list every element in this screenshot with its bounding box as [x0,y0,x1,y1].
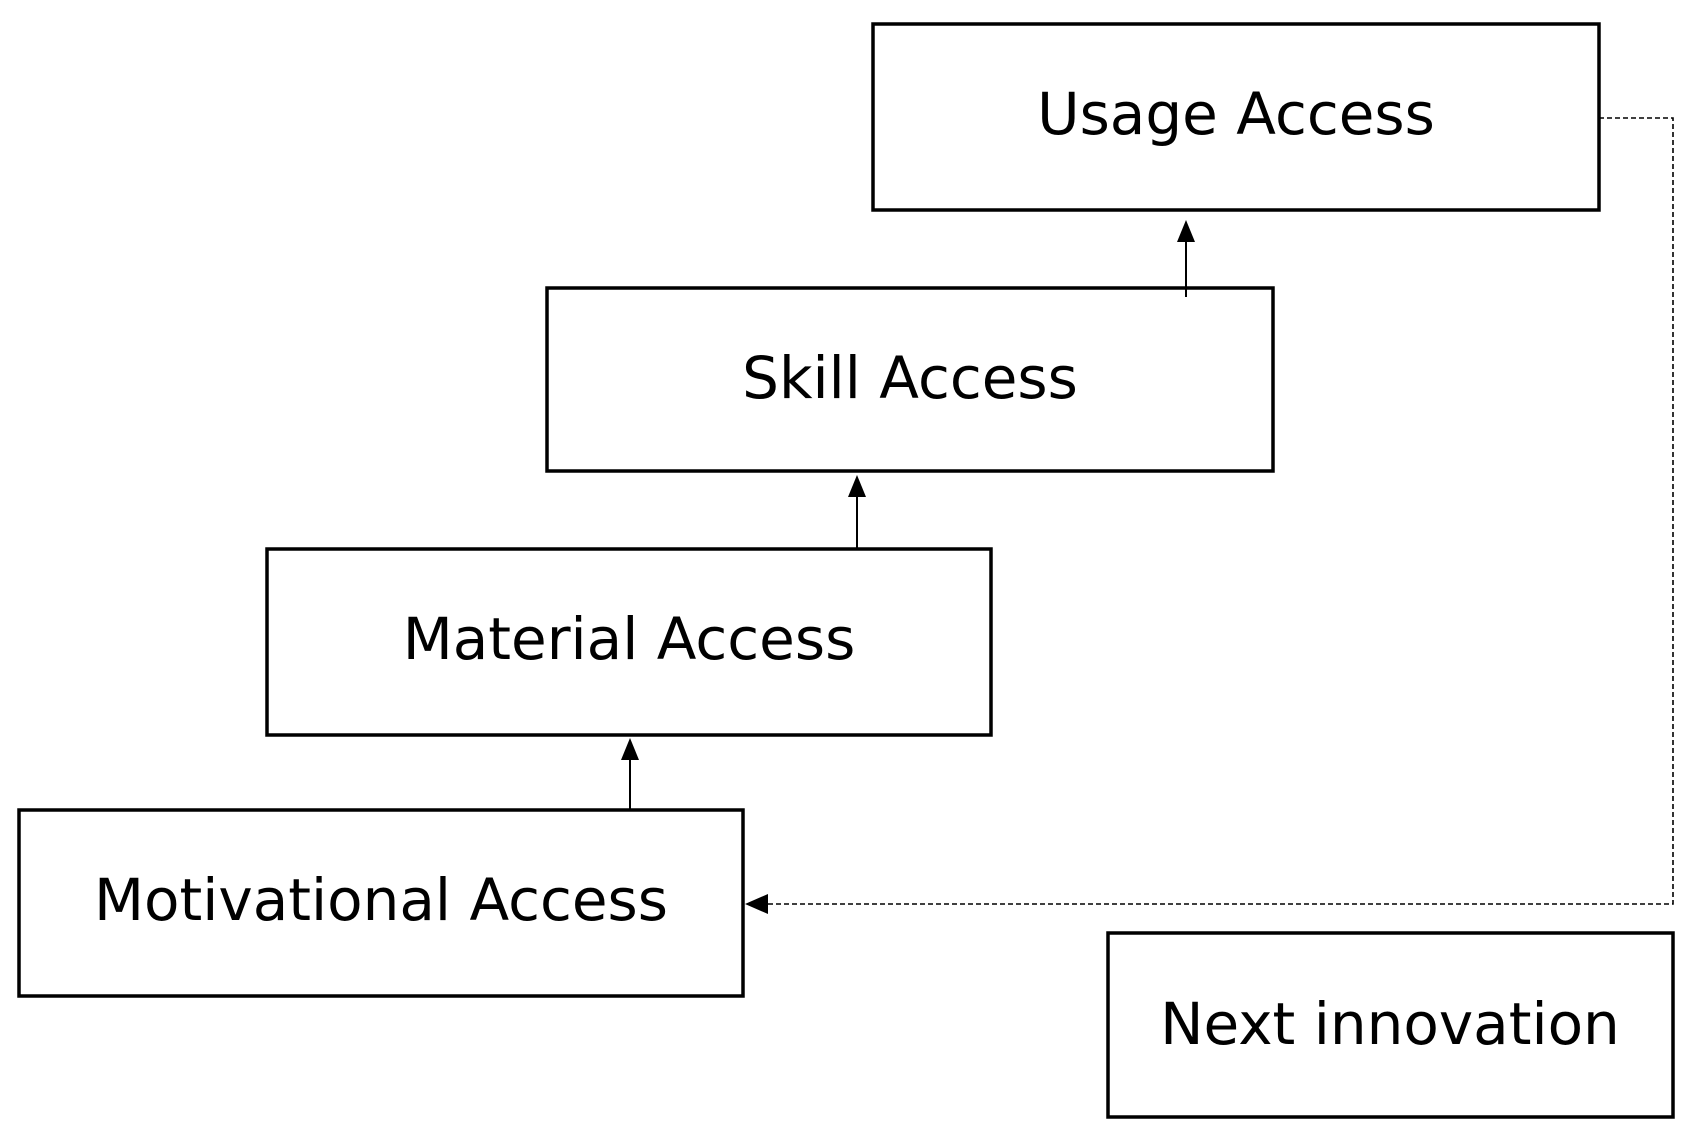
motivational-access-label: Motivational Access [94,866,668,934]
skill-access-label: Skill Access [742,344,1078,412]
arrow-skill-to-usage [1177,220,1195,297]
motivational-access-box: Motivational Access [17,808,745,998]
usage-access-box: Usage Access [871,22,1601,212]
skill-access-box: Skill Access [545,286,1275,473]
arrow-material-to-skill [848,475,866,549]
material-access-box: Material Access [265,547,993,737]
feedback-arrow-usage-to-motivational [745,117,1674,914]
usage-access-label: Usage Access [1037,80,1435,148]
next-innovation-label: Next innovation [1160,990,1620,1058]
next-innovation-box: Next innovation [1106,931,1675,1119]
arrow-motivational-to-material [621,738,639,810]
material-access-label: Material Access [403,605,856,673]
